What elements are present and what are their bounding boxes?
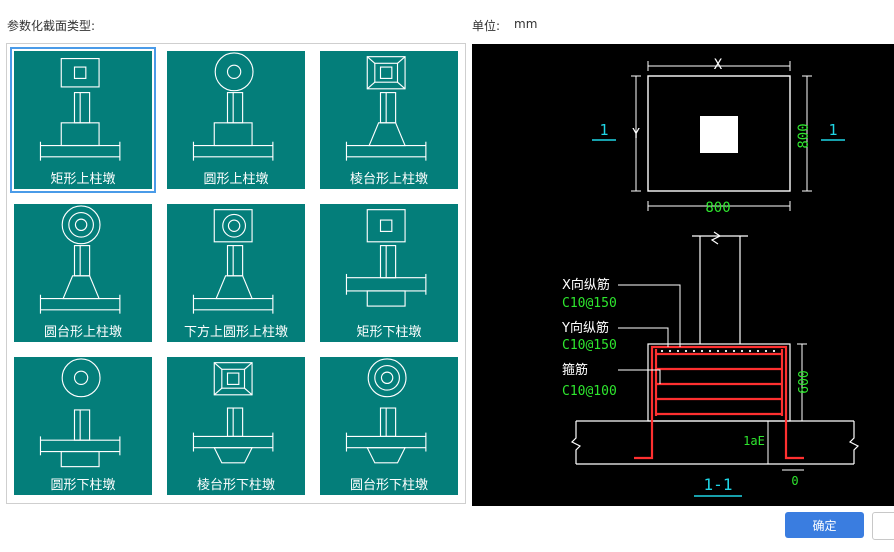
stirrup-value: C10@100 [562,384,617,399]
y-rebar-value: C10@150 [562,338,617,353]
section-mark-right: 1 [828,121,837,139]
type-label-frustum-lower: 棱台形下柱墩 [196,478,275,493]
type-tile-rect-upper[interactable]: 矩形上柱墩 [10,47,156,193]
type-tile-circle-lower[interactable]: 圆形下柱墩 [10,353,156,499]
circle-upper-icon [192,52,274,161]
circle-lower-icon [39,358,121,468]
anchor-label: 1aE [743,434,765,448]
type-label-circle-upper: 圆形上柱墩 [203,172,269,187]
rebar-cage [634,345,804,460]
ok-button[interactable]: 确定 [785,512,864,538]
dim-x-label: X [714,57,723,73]
type-tile-square-lower-circle-upper[interactable]: 下方上圆形上柱墩 [163,200,309,346]
unit-label: 单位: [472,19,501,33]
square-lower-circle-upper-icon [192,209,274,314]
type-tile-rect-lower[interactable]: 矩形下柱墩 [316,200,462,346]
frustum-lower-icon [192,362,274,464]
type-label-frustum-upper: 棱台形上柱墩 [349,172,428,187]
stirrup-label: 箍筋 [562,362,588,378]
type-label-cone-upper: 圆台形上柱墩 [43,325,122,340]
type-label-rect-upper: 矩形上柱墩 [50,172,116,187]
cancel-button[interactable] [872,512,894,540]
type-tile-circle-upper[interactable]: 圆形上柱墩 [163,47,309,193]
y-rebar-label: Y向纵筋 [561,320,609,336]
section-type-label: 参数化截面类型: [7,19,96,33]
frustum-upper-icon [345,56,427,161]
plan-view: X Y 800 800 1 1 [592,57,845,216]
rect-upper-icon [39,57,121,161]
type-label-square-lower-circle-upper: 下方上圆形上柱墩 [183,325,288,340]
type-tile-frustum-upper[interactable]: 棱台形上柱墩 [316,47,462,193]
section-type-grid: 矩形上柱墩 圆形上柱墩 [6,43,466,504]
x-rebar-value: C10@150 [562,296,617,311]
rebar-dots [660,349,776,353]
offset-value: 0 [791,474,798,488]
section-preview-canvas: X Y 800 800 1 1 [472,44,894,506]
cone-lower-icon [345,358,427,464]
x-rebar-label: X向纵筋 [562,277,610,293]
type-label-rect-lower: 矩形下柱墩 [356,325,422,340]
type-label-cone-lower: 圆台形下柱墩 [349,478,428,493]
type-tile-cone-lower[interactable]: 圆台形下柱墩 [316,353,462,499]
pier-height-value: 600 [797,370,812,393]
height-value: 800 [796,123,812,148]
dim-y-label: Y [632,127,640,142]
type-label-circle-lower: 圆形下柱墩 [50,478,116,493]
column-icon [700,116,738,153]
rect-lower-icon [345,209,427,307]
width-value: 800 [705,200,730,216]
section-mark-left: 1 [599,121,608,139]
unit-value: mm [514,17,538,31]
section-view: X向纵筋 C10@150 Y向纵筋 C10@150 箍筋 C10@100 600… [561,231,860,497]
cone-upper-icon [39,205,121,314]
type-tile-cone-upper[interactable]: 圆台形上柱墩 [10,200,156,346]
section-title: 1-1 [704,475,733,494]
type-tile-frustum-lower[interactable]: 棱台形下柱墩 [163,353,309,499]
